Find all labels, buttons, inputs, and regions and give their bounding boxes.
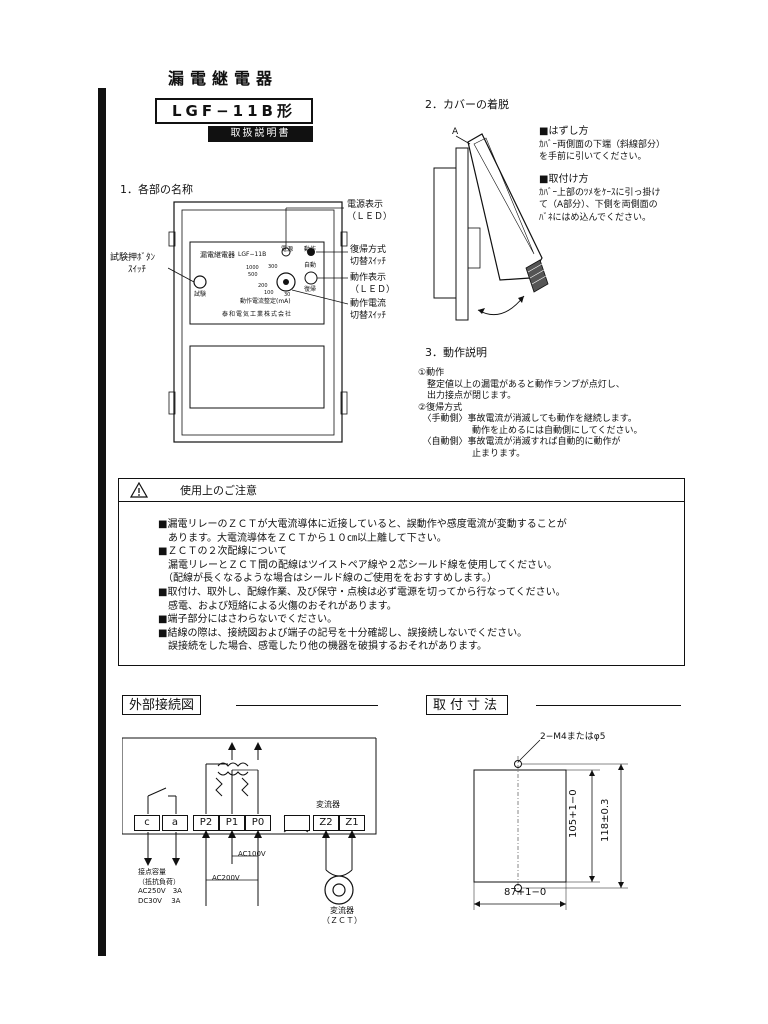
device-maker: 泰和電気工業株式会社: [222, 311, 293, 318]
margin-bar: [98, 88, 106, 956]
cover-figure: [433, 133, 549, 321]
device-reset-label: 復帰: [304, 286, 317, 293]
device-auto-label: 自動: [304, 262, 317, 269]
terminal-a: a: [162, 815, 188, 831]
device-current-setting: 動作電流整定(mA): [240, 298, 291, 305]
caution-title: 使用上のご注意: [180, 484, 257, 497]
ac100-label: AC100V: [238, 850, 266, 858]
remove-instructions: ■はずし方 ｶﾊﾞｰ両側面の下端（斜線部分） を手前に引いてください。: [539, 126, 666, 162]
terminal-blank: [284, 815, 310, 831]
terminal-p0: P0: [245, 815, 271, 831]
page-title: 漏電継電器: [168, 69, 279, 88]
caution-box: [118, 478, 685, 666]
cover-a-label: A: [452, 127, 459, 137]
dial-value-500: 500: [248, 272, 258, 278]
attach-instructions: ■取付け方 ｶﾊﾞｰ上部のﾂﾒをｹｰｽに引っ掛け て（A部分）、下側を両側面の …: [539, 174, 661, 223]
device-model: LGF−11B: [238, 251, 267, 258]
dimension-height-105: 105+1−0: [568, 789, 579, 838]
callout-test-button: 試験押ﾎﾞﾀﾝ ｽｲｯﾁ: [110, 253, 156, 275]
caution-header: [118, 478, 685, 502]
dial-value-1000: 1000: [246, 265, 259, 271]
zct-label: 変流器 （ＺＣＴ）: [322, 906, 362, 925]
terminal-z2: Z2: [313, 815, 339, 831]
ct-label: 変流器: [316, 800, 340, 809]
dial-value-300: 300: [268, 264, 278, 270]
warning-triangle-icon: [130, 482, 148, 498]
dimension-height-118: 118±0.3: [600, 798, 611, 842]
device-operate-label: 動作: [304, 246, 317, 253]
device-power-label: 電源: [281, 246, 294, 253]
terminal-z1: Z1: [339, 815, 365, 831]
callout-current-switch: 動作電流 切替ｽｲｯﾁ: [350, 299, 387, 321]
mounting-diagram: [473, 739, 628, 910]
contact-rating: 接点容量 （抵抗負荷） AC250V 3A DC30V 3A: [138, 868, 182, 905]
terminal-p2: P2: [193, 815, 219, 831]
wiring-heading-rule: [236, 705, 378, 706]
section3-heading: 3．動作説明: [425, 346, 487, 359]
device-test-label: 試験: [194, 291, 207, 298]
model-box: LGF−11B形: [155, 98, 313, 124]
mounting-heading: 取付寸法: [426, 695, 509, 715]
dial-value-30: 30: [284, 292, 291, 298]
callout-operate-led: 動作表示 （ＬＥＤ）: [350, 273, 396, 295]
callout-reset-switch: 復帰方式 切替ｽｲｯﾁ: [350, 245, 387, 267]
manual-label: 取扱説明書: [208, 126, 313, 142]
section1-heading: 1．各部の名称: [120, 183, 193, 196]
section2-heading: 2．カバーの着脱: [425, 98, 509, 111]
device-front-figure: [168, 201, 348, 443]
terminal-c: c: [134, 815, 160, 831]
dimension-width-87: 87+1−0: [504, 887, 547, 898]
hole-spec: 2−M4またはφ5: [540, 732, 606, 742]
wiring-heading: 外部接続図: [122, 695, 202, 715]
terminal-p1: P1: [219, 815, 245, 831]
callout-power-led: 電源表示 （ＬＥＤ）: [347, 200, 393, 222]
device-name: 漏電継電器: [200, 251, 235, 259]
caution-text: ■漏電リレーのＺＣＴが大電流導体に近接していると、誤動作や感度電流が変動すること…: [158, 519, 567, 653]
mounting-heading-rule: [536, 705, 681, 706]
dial-value-100: 100: [264, 290, 274, 296]
operation-description: ①動作 整定値以上の漏電があると動作ランプが点灯し、 出力接点が閉じます。 ②復…: [418, 368, 643, 459]
dial-value-200: 200: [258, 283, 268, 289]
ac200-label: AC200V: [212, 874, 240, 882]
